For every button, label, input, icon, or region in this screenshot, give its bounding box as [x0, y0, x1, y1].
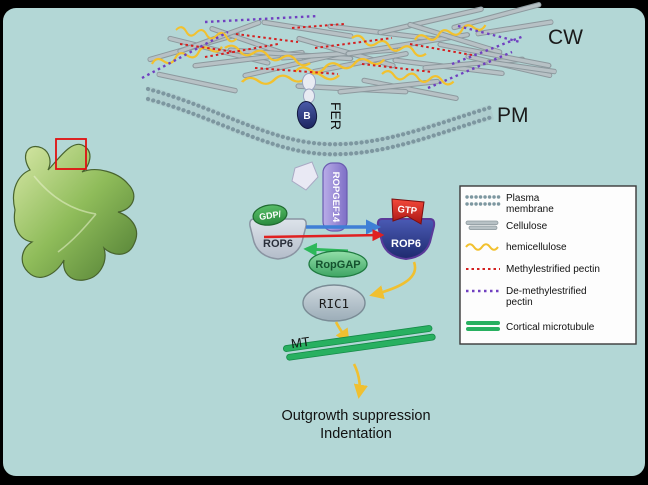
- canvas-background: [3, 8, 645, 476]
- ropgef14-node: ROPGEF14: [291, 161, 348, 232]
- legend-label: Cellulose: [506, 221, 548, 232]
- fer-arrow-red: [263, 229, 385, 242]
- plasma-membrane: [145, 86, 495, 157]
- legend-label: membrane: [506, 204, 554, 215]
- signal-arrow-gtp-to-ric1: [369, 261, 417, 300]
- cellulose-icon: [465, 220, 499, 230]
- cell-wall-label: CW: [548, 26, 583, 49]
- gtp-label: GTP: [397, 204, 418, 217]
- rop6-gdp-node: ROP6 GDP/: [249, 204, 307, 260]
- pavement-cell: [12, 138, 138, 281]
- ropgap-node: RopGAP: [308, 250, 368, 278]
- gdp-badge: [252, 204, 288, 226]
- ropgef14-label: ROPGEF14: [330, 172, 341, 223]
- gdp-label: GDP/: [258, 209, 282, 222]
- legend-label: pectin: [506, 297, 533, 308]
- outcome-line2: Indentation: [320, 426, 392, 442]
- ric1-label: RIC1: [319, 296, 349, 311]
- legend-box: [459, 185, 637, 345]
- legend-label: Cortical microtubule: [506, 322, 595, 333]
- legend-item-hemicellulose: hemicellulose: [465, 242, 567, 253]
- legend-item-methylesterified-pectin: Methylestrified pectin: [466, 264, 600, 275]
- legend-item-plasma-membrane: Plasma membrane: [465, 193, 554, 215]
- mt-label: MT: [290, 334, 311, 351]
- fer-domain-letter: B: [303, 111, 310, 122]
- outcome-line1: Outgrowth suppression: [281, 408, 430, 424]
- ropgap-label: RopGAP: [315, 259, 360, 271]
- de-methylesterified-pectin-dots: [141, 14, 525, 90]
- hemicellulose-icon: [465, 243, 499, 251]
- fer-receptor: B FER: [296, 73, 344, 130]
- cell-wall-mesh: [141, 1, 558, 102]
- legend-item-de-methylesterified-pectin: De-methylestrified pectin: [466, 286, 587, 308]
- legend: Plasma membrane Cellulose hemicellulose …: [459, 185, 637, 345]
- legend-label: Methylestrified pectin: [506, 264, 600, 275]
- fer-kinase-domain: [296, 101, 318, 129]
- gtp-badge: [391, 198, 425, 225]
- fer-label: FER: [328, 102, 344, 130]
- fer-extracellular-domain: [302, 73, 316, 91]
- roi-red-square: [55, 138, 87, 170]
- outcome-text: Outgrowth suppression Indentation: [281, 408, 430, 442]
- ric1-node: RIC1: [302, 284, 366, 322]
- legend-label: De-methylestrified: [506, 286, 587, 297]
- methylesterified-pectin-dots: [179, 23, 473, 75]
- legend-label: hemicellulose: [506, 242, 567, 253]
- microtubule-bar: MT: [282, 325, 436, 361]
- signal-arrow-mt-to-outcome: [352, 363, 368, 399]
- legend-item-cortical-microtubule: Cortical microtubule: [466, 321, 595, 333]
- legend-label: Plasma: [506, 193, 540, 204]
- rop6-inactive-label: ROP6: [263, 238, 293, 250]
- cortical-microtubule-icon: [466, 321, 500, 331]
- rop6-active-label: ROP6: [391, 238, 421, 250]
- rop6-gtp-node: ROP6 GTP: [376, 198, 436, 260]
- gef-pentagon-icon: [291, 161, 319, 191]
- plasma-membrane-icon: [465, 195, 501, 206]
- plasma-membrane-label: PM: [497, 104, 529, 127]
- legend-item-cellulose: Cellulose: [465, 220, 548, 232]
- fer-extracellular-domain-2: [303, 88, 315, 104]
